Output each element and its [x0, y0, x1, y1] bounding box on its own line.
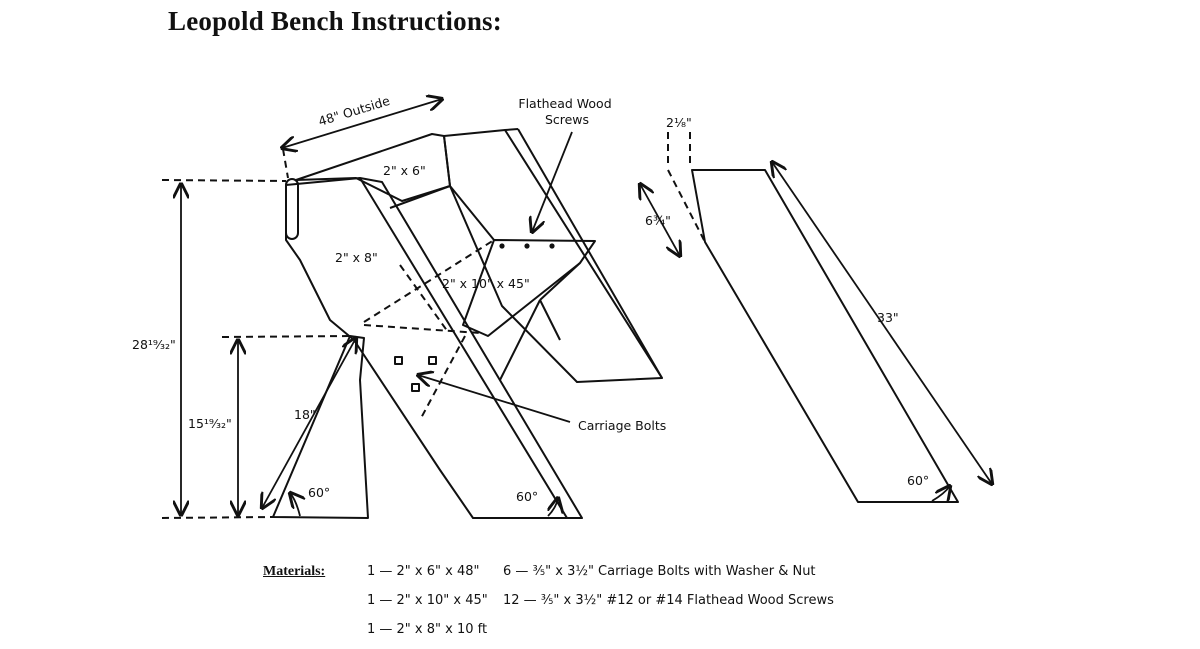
screw-hole [549, 243, 555, 249]
bench-diagram: 48" Outside 2" x 6" 2" x 8" 2" x 10" x 4… [132, 93, 1200, 519]
flathead-screws-label: Flathead Wood Screws [518, 96, 615, 127]
rear-leg [443, 129, 663, 383]
leg-board-label: 2" x 8" [335, 250, 378, 265]
list-item: 1 — 2" x 8" x 10 ft [367, 622, 488, 637]
leg-upper-label: 18" [294, 407, 316, 422]
seat-board [462, 239, 596, 337]
top-board-label: 2" x 6" [383, 163, 426, 178]
carriage-bolts-label: Carriage Bolts [578, 418, 666, 433]
top-board [295, 133, 451, 202]
board-length-label: 33" [877, 310, 899, 325]
total-height-label: 28¹⁹⁄₃₂" [132, 337, 176, 352]
bolt-hole [394, 356, 403, 365]
list-item: 6 — ⅗" x 3½" Carriage Bolts with Washer … [503, 564, 816, 579]
lumber-list: 1 — 2" x 6" x 48" 1 — 2" x 10" x 45" 1 —… [367, 562, 488, 649]
list-item: 1 — 2" x 10" x 45" [367, 593, 488, 608]
list-item: 12 — ⅗" x 3½" #12 or #14 Flathead Wood S… [503, 593, 834, 608]
bolt-hole [411, 383, 420, 392]
bolt-hole [428, 356, 437, 365]
page-title: Leopold Bench Instructions: [168, 6, 502, 36]
hardware-list: 6 — ⅗" x 3½" Carriage Bolts with Washer … [503, 562, 834, 620]
angle-left-label: 60° [308, 485, 330, 500]
angle-right-label: 60° [516, 489, 538, 504]
angle-detail-label: 60° [907, 473, 929, 488]
screw-hole [499, 243, 505, 249]
seat-height-label: 15¹⁹⁄₃₂" [188, 416, 232, 431]
detail-board [691, 169, 959, 503]
list-item: 1 — 2" x 6" x 48" [367, 564, 480, 579]
side-offset-label: 6¾" [645, 213, 671, 228]
materials-label: Materials: [263, 564, 326, 579]
screw-hole [524, 243, 530, 249]
top-offset-label: 2¹⁄₈" [666, 115, 692, 130]
seat-board-label: 2" x 10" x 45" [442, 276, 530, 291]
outside-width-label: 48" Outside [316, 93, 391, 129]
front-leg-back [285, 177, 583, 519]
